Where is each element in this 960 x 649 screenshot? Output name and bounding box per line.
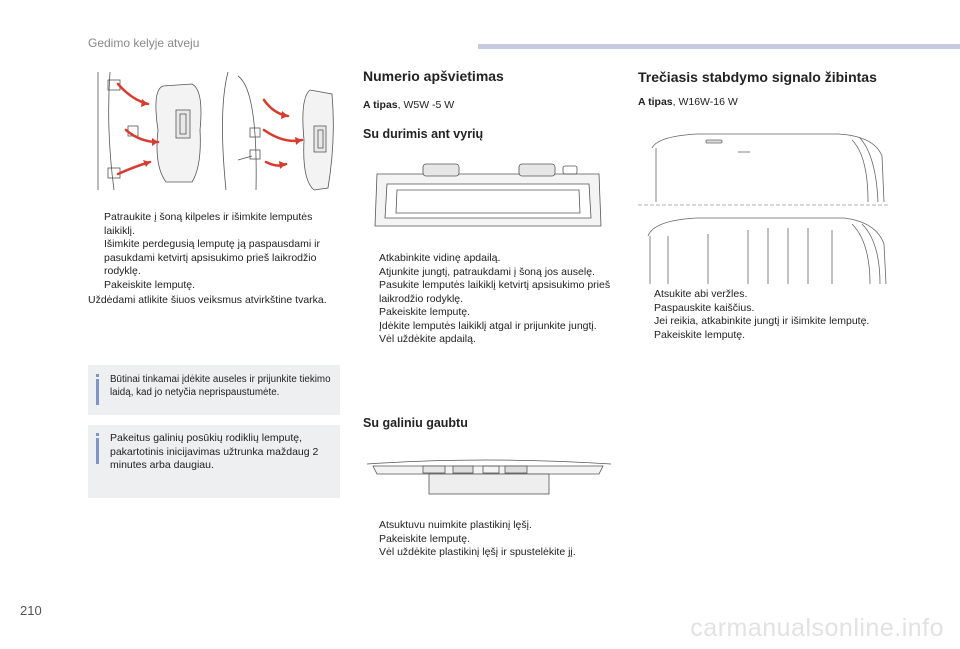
brake-light-steps-list: Atsukite abi veržles. Paspauskite kaišči… [638,288,890,342]
type-line: A tipas, W5W -5 W [363,99,455,111]
header-bar [478,44,960,49]
list-item: Vėl uždėkite apdailą. [379,333,476,345]
note-text-2: Pakeitus galinių posūkių rodiklių lemput… [110,432,319,471]
note-box-2: Pakeitus galinių posūkių rodiklių lemput… [88,425,340,498]
list-item: Atjunkite jungtį, patraukdami į šoną jos… [379,265,595,278]
list-item: Vėl uždėkite plastikinį lęšį ir spustelė… [379,546,576,558]
list-item: Pakeiskite lemputę. [104,278,196,291]
lamp-steps-list: Patraukite į šoną kilpeles ir išimkite l… [88,211,338,292]
info-bar [96,438,99,464]
list-item: Pakeiskite lemputę. [654,328,746,341]
list-item: Atkabinkite vidinę apdailą. [379,252,501,264]
tail-lamp-illustration [88,70,338,196]
plate-lamp-hinged-illustration [363,158,613,240]
section-heading-third-brake-light: Trečiasis stabdymo signalo žibintas [638,69,877,85]
gate-steps-list: Atsuktuvu nuimkite plastikinį lęšį. Pake… [363,519,623,560]
list-item: Paspauskite kaiščius. [654,301,755,314]
brake-light-illustration [638,126,890,285]
list-item: Atsukite abi veržles. [654,288,748,300]
list-item: Pakeiskite lemputę. [379,306,471,318]
plate-lamp-gate-illustration [363,448,615,498]
type-line: A tipas, W16W-16 W [638,96,738,108]
subheading-rear-gate: Su galiniu gaubtu [363,416,468,430]
list-item: Išimkite perdegusią lemputę ją paspausda… [104,238,320,277]
list-item: Atsuktuvu nuimkite plastikinį lęšį. [379,519,532,531]
section-heading-plate-light: Numerio apšvietimas [363,68,504,84]
note-box-1: Būtinai tinkamai įdėkite auseles ir prij… [88,365,340,415]
list-item: Patraukite į šoną kilpeles ir išimkite l… [104,211,313,237]
info-bar [96,379,99,405]
hinged-steps-list: Atkabinkite vidinę apdailą. Atjunkite ju… [363,252,613,347]
section-title: Gedimo kelyje atveju [88,36,200,50]
info-icon [96,374,99,377]
list-item: Pakeiskite lemputę. [379,532,471,545]
subheading-hinged-doors: Su durimis ant vyrių [363,127,484,141]
page-number: 210 [20,603,42,618]
note-text-1: Būtinai tinkamai įdėkite auseles ir prij… [110,374,331,398]
reassembly-text: Uždėdami atlikite šiuos veiksmus atvirkš… [88,294,327,306]
list-item: Jei reikia, atkabinkite jungtį ir išimki… [654,315,870,327]
list-item: Pasukite lemputės laikiklį ketvirtį apsi… [379,279,611,305]
list-item: Įdėkite lemputės laikiklį atgal ir priju… [379,319,597,332]
watermark: carmanualsonline.info [690,614,944,642]
info-icon [96,433,99,436]
